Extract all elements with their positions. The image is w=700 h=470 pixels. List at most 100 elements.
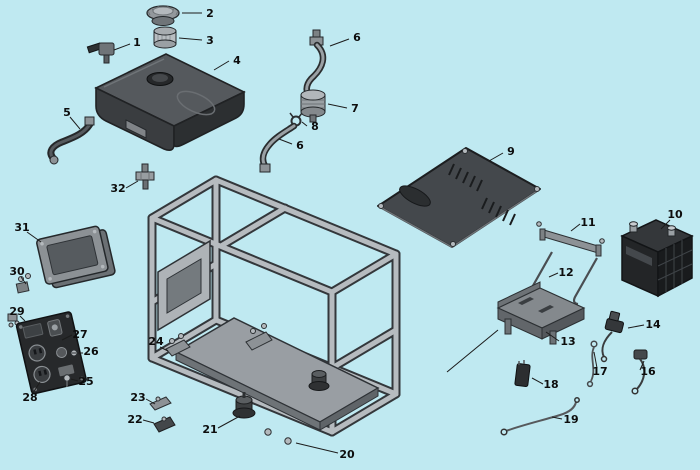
part-number: 26 (83, 345, 99, 358)
part-number: 11 (580, 216, 595, 229)
fuel-valve-assembly (135, 163, 155, 190)
part-label-mount-bolt: 20 (295, 442, 355, 461)
panel-bracket (165, 333, 191, 357)
fuel-tank (94, 53, 246, 151)
part-label-panel-bolt: 25 (70, 375, 94, 388)
part-number: 23 (130, 391, 145, 404)
part-number: 32 (110, 182, 125, 195)
leader-line (217, 415, 241, 429)
part-number: 3 (206, 34, 214, 47)
part-number: 4 (233, 54, 241, 67)
switch-bracket (15, 273, 31, 294)
control-panel-assembly (7, 225, 116, 395)
leader-line (627, 324, 645, 329)
leader-line (593, 351, 598, 369)
labels-layer: 1234566789101112131416171819202122232425… (9, 7, 683, 461)
battery (620, 219, 694, 298)
fuel-valve (86, 42, 115, 64)
part-label-frame-bracket: 23 (130, 391, 156, 405)
generator-frame (147, 175, 401, 445)
leader-line (488, 152, 504, 162)
part-number: 13 (560, 335, 575, 348)
part-label-battery: 10 (660, 208, 683, 230)
part-label-fuel-valve-assembly: 32 (110, 180, 139, 195)
part-label-receptacle: 28 (22, 381, 41, 404)
leader-line (142, 419, 155, 424)
connector-wire (600, 310, 625, 363)
fuel-line-lower (259, 122, 298, 173)
control-panel-face (15, 311, 87, 395)
part-number: 8 (311, 120, 319, 133)
leader-line (548, 272, 559, 278)
battery-bracket (536, 221, 605, 257)
part-label-rubber-mount: 21 (202, 415, 241, 436)
fuel-cap (146, 5, 180, 26)
panel-screw (70, 349, 78, 357)
part-label-connector-wire: 14 (627, 318, 661, 331)
part-number: 31 (14, 221, 29, 234)
rubber-mount (232, 392, 256, 419)
charge-wire (586, 340, 598, 388)
battery-assembly (446, 219, 694, 436)
part-number: 27 (72, 328, 87, 341)
part-number: 24 (148, 335, 164, 348)
part-label-rectifier: 18 (531, 377, 559, 391)
panel-frame (36, 225, 116, 289)
part-label-battery-bracket: 11 (570, 216, 596, 232)
leader-line (329, 38, 350, 47)
part-label-battery-tray: 13 (545, 331, 576, 348)
engine-base-plate (174, 317, 380, 431)
part-label-control-panel: 27 (61, 328, 88, 341)
part-label-panel-bracket: 24 (148, 335, 169, 352)
part-number: 6 (296, 139, 304, 152)
leader-line (69, 116, 81, 130)
part-number: 16 (640, 365, 656, 378)
part-number: 5 (63, 106, 71, 119)
part-label-fuel-filter: 7 (327, 102, 359, 115)
leader-line (159, 346, 169, 352)
part-label-fuel-hose: 5 (63, 106, 81, 130)
part-number: 7 (351, 102, 359, 115)
mount-bolts (264, 428, 292, 445)
part-label-fuel-tank: 4 (213, 54, 241, 71)
part-label-fuel-cap: 2 (182, 7, 214, 20)
leader-line (639, 360, 645, 371)
part-number: 25 (78, 375, 93, 388)
part-label-panel-screw: 26 (78, 345, 99, 358)
part-number: 22 (127, 413, 142, 426)
part-label-fuel-valve: 1 (113, 36, 141, 51)
leader-line (26, 231, 42, 243)
part-number: 19 (563, 413, 578, 426)
rectifier (514, 360, 531, 388)
side-cover (377, 147, 541, 248)
part-number: 17 (592, 365, 607, 378)
leader-line (278, 138, 293, 145)
leader-line (178, 37, 203, 41)
leader-line (660, 219, 671, 230)
part-number: 9 (507, 145, 515, 158)
ground-cable (500, 397, 580, 436)
part-label-fuel-strainer: 3 (178, 34, 214, 47)
part-label-ground-cable: 19 (551, 413, 579, 426)
center-bracket (245, 323, 273, 351)
frame-bracket (149, 396, 172, 411)
leader-line (327, 103, 348, 109)
part-number: 18 (543, 378, 558, 391)
leader-line (295, 442, 339, 454)
leader-line (145, 398, 156, 405)
part-number: 1 (133, 36, 141, 49)
rubber-mount-right (308, 370, 330, 391)
part-number: 29 (9, 305, 24, 318)
panel-mount-plate (157, 239, 211, 332)
leader-line (551, 416, 563, 420)
part-label-fuel-line-upper: 6 (329, 31, 361, 47)
leader-line (70, 378, 79, 382)
leader-line (113, 43, 131, 51)
leader-line (32, 381, 41, 394)
part-label-hose-clamp: 8 (301, 120, 319, 133)
part-label-panel-frame: 31 (14, 221, 42, 243)
part-number: 21 (202, 423, 217, 436)
part-number: 20 (339, 448, 355, 461)
